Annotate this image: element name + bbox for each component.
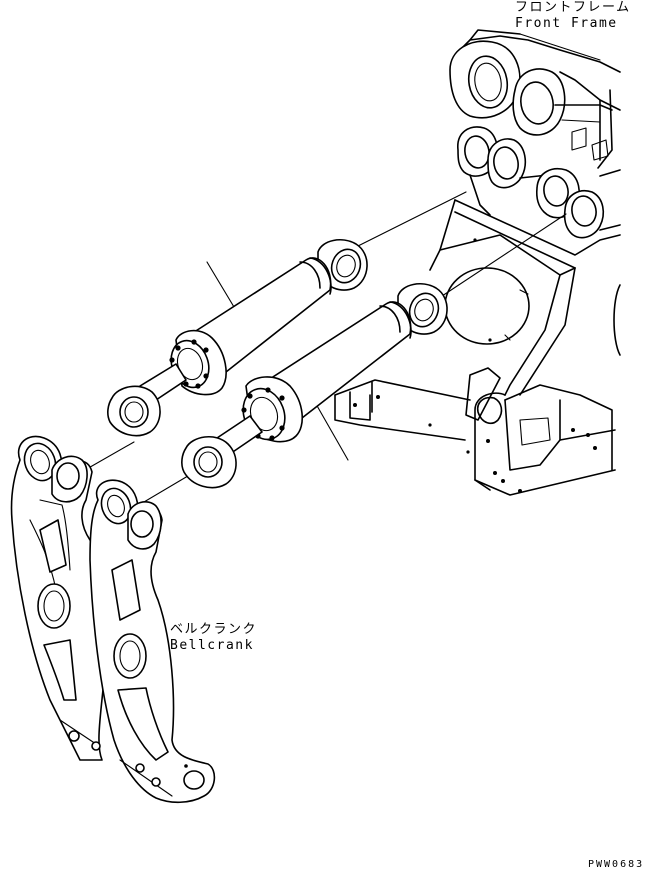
front-frame-label-jp: フロントフレーム bbox=[515, 0, 631, 15]
lower-hydraulic-cylinder bbox=[181, 283, 448, 489]
right-bellcrank bbox=[89, 479, 216, 804]
bellcrank-label-en: Bellcrank bbox=[170, 638, 254, 653]
bellcrank-label-jp: ベルクランク bbox=[170, 622, 258, 637]
drawing-code: PWW0683 bbox=[588, 859, 645, 870]
front-frame-label-en: Front Frame bbox=[515, 16, 618, 31]
front-frame bbox=[334, 29, 621, 496]
upper-hydraulic-cylinder bbox=[107, 239, 368, 437]
left-bellcrank bbox=[10, 435, 108, 761]
